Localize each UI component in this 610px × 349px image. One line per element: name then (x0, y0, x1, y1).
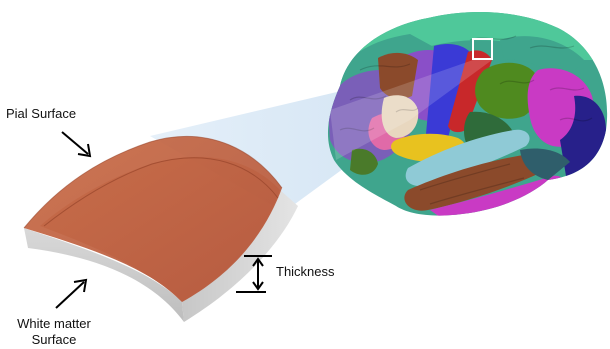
white-matter-arrow (56, 280, 86, 308)
white-matter-surface-label: White matter Surface (6, 316, 102, 348)
pial-arrow (62, 132, 90, 156)
brain-parcellation (328, 11, 607, 220)
cortex-patch (24, 136, 298, 322)
white-matter-label-line1: White matter (6, 316, 102, 332)
thickness-label: Thickness (276, 264, 335, 280)
white-matter-label-line2: Surface (6, 332, 102, 348)
pial-surface-label: Pial Surface (6, 106, 76, 122)
